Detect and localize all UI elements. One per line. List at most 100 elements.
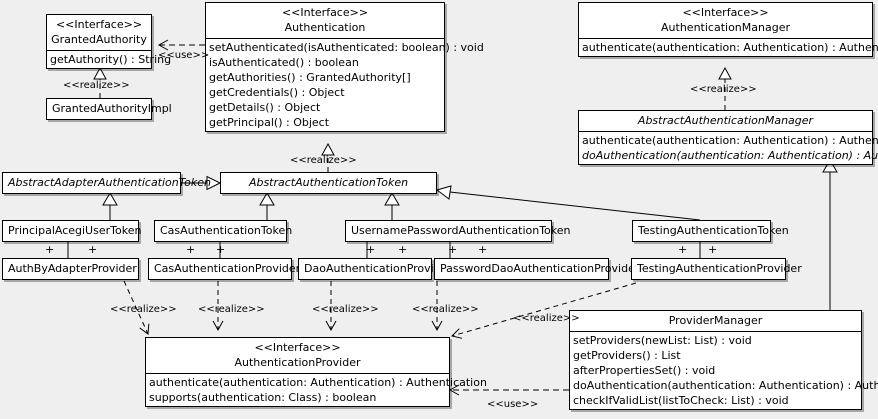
edge-label-realize-granted-authority-impl: <<realize>> (63, 80, 130, 91)
operations-compartment: setAuthenticated(isAuthenticated: boolea… (206, 39, 484, 131)
class-header: <<Interface>> GrantedAuthority (47, 15, 151, 50)
class-header: <<Interface>> AuthenticationManager (579, 3, 872, 38)
class-authentication-provider[interactable]: <<Interface>> AuthenticationProvider aut… (145, 337, 487, 407)
association-multiplicity: + (398, 243, 408, 256)
class-abstract-authentication-token[interactable]: AbstractAuthenticationToken (220, 172, 437, 194)
class-testing-authentication-provider[interactable]: TestingAuthenticationProvider (631, 258, 802, 280)
operation: doAuthentication(authentication: Authent… (573, 379, 878, 392)
class-header: ProviderManager (570, 311, 861, 331)
edge-label-realize-cas-provider: <<realize>> (198, 304, 265, 315)
divider (579, 38, 872, 39)
edge-label-realize-dao-provider: <<realize>> (312, 304, 379, 315)
class-provider-manager[interactable]: ProviderManager setProviders(newList: Li… (569, 310, 878, 410)
association-multiplicity: + (478, 243, 488, 256)
class-header: CasAuthenticationToken (155, 221, 293, 241)
operations-compartment: authenticate(authentication: Authenticat… (579, 39, 878, 56)
operation: afterPropertiesSet() : void (573, 364, 716, 377)
class-testing-authentication-token[interactable]: TestingAuthenticationToken (632, 220, 789, 242)
edge-label-realize-testing-provider: <<realize>> (513, 313, 580, 324)
class-header: AbstractAdapterAuthenticationToken (3, 173, 211, 193)
stereotype-label: <<Interface>> (281, 6, 369, 19)
class-header: AbstractAuthenticationManager (579, 111, 872, 131)
class-name: AuthenticationProvider (234, 356, 361, 369)
operations-compartment: authenticate(authentication: Authenticat… (146, 374, 487, 406)
operation: authenticate(authentication: Authenticat… (149, 376, 487, 389)
operations-compartment: setProviders(newList: List) : void getPr… (570, 332, 878, 409)
operation: isAuthenticated() : boolean (209, 56, 359, 69)
class-name: TestingAuthenticationProvider (637, 262, 802, 275)
class-username-password-authentication-token[interactable]: UsernamePasswordAuthenticationToken (345, 220, 571, 242)
association-multiplicity: + (186, 243, 196, 256)
class-cas-authentication-provider[interactable]: CasAuthenticationProvider (148, 258, 301, 280)
class-abstract-adapter-authentication-token[interactable]: AbstractAdapterAuthenticationToken (2, 172, 211, 194)
divider (47, 50, 151, 51)
class-name: GrantedAuthorityImpl (52, 102, 172, 115)
divider (570, 331, 861, 332)
edge-label-use-provider-manager: <<use>> (487, 399, 539, 410)
class-header: <<Interface>> Authentication (206, 3, 444, 38)
operation: doAuthentication(authentication: Authent… (582, 149, 878, 162)
association-multiplicity: + (708, 243, 718, 256)
class-name: CasAuthenticationProvider (154, 262, 301, 275)
edge-label-realize-auth-by-adapter-provider: <<realize>> (110, 304, 177, 315)
class-header: AbstractAuthenticationToken (221, 173, 436, 193)
class-header: DaoAuthenticationProvider (299, 259, 452, 279)
operation: getProviders() : List (573, 349, 681, 362)
class-name: AuthByAdapterProvider (8, 262, 137, 275)
class-name: PasswordDaoAuthenticationProvider (440, 262, 640, 275)
class-name: GrantedAuthority (51, 33, 147, 46)
operations-compartment: getAuthority() : String (47, 51, 171, 68)
class-cas-authentication-token[interactable]: CasAuthenticationToken (154, 220, 293, 242)
class-name: UsernamePasswordAuthenticationToken (351, 224, 571, 237)
class-name: PrincipalAcegiUserToken (8, 224, 142, 237)
class-header: UsernamePasswordAuthenticationToken (346, 221, 571, 241)
class-header: PasswordDaoAuthenticationProvider (435, 259, 640, 279)
operation: getDetails() : Object (209, 101, 321, 114)
class-header: TestingAuthenticationToken (633, 221, 789, 241)
operation: getAuthorities() : GrantedAuthority[] (209, 71, 411, 84)
operation: supports(authentication: Class) : boolea… (149, 391, 377, 404)
class-name: DaoAuthenticationProvider (304, 262, 452, 275)
class-header: TestingAuthenticationProvider (632, 259, 802, 279)
class-authentication[interactable]: <<Interface>> Authentication setAuthenti… (205, 2, 484, 132)
class-granted-authority-impl[interactable]: GrantedAuthorityImpl (46, 98, 172, 120)
association-multiplicity: + (678, 243, 688, 256)
class-name: TestingAuthenticationToken (638, 224, 789, 237)
operation: authenticate(authentication: Authenticat… (582, 41, 878, 54)
operation: getCredentials() : Object (209, 86, 345, 99)
class-name: ProviderManager (668, 314, 763, 327)
class-name: Authentication (284, 21, 366, 34)
class-header: GrantedAuthorityImpl (47, 99, 172, 119)
association-multiplicity: + (88, 243, 98, 256)
class-name: CasAuthenticationToken (160, 224, 293, 237)
class-granted-authority[interactable]: <<Interface>> GrantedAuthority getAuthor… (46, 14, 171, 69)
class-principal-acegi-user-token[interactable]: PrincipalAcegiUserToken (2, 220, 142, 242)
stereotype-label: <<Interface>> (254, 341, 341, 354)
class-name: AbstractAuthenticationToken (248, 176, 409, 189)
class-authentication-manager[interactable]: <<Interface>> AuthenticationManager auth… (578, 2, 878, 57)
class-dao-authentication-provider[interactable]: DaoAuthenticationProvider (298, 258, 452, 280)
class-abstract-authentication-manager[interactable]: AbstractAuthenticationManager authentica… (578, 110, 878, 165)
operation: getPrincipal() : Object (209, 116, 330, 129)
association-multiplicity: + (45, 243, 55, 256)
operation: authenticate(authentication: Authenticat… (582, 134, 878, 147)
association-multiplicity: + (366, 243, 376, 256)
stereotype-label: <<Interface>> (55, 18, 143, 31)
class-password-dao-authentication-provider[interactable]: PasswordDaoAuthenticationProvider (434, 258, 640, 280)
stereotype-label: <<Interface>> (682, 6, 769, 19)
operations-compartment: authenticate(authentication: Authenticat… (579, 132, 878, 164)
operation: setAuthenticated(isAuthenticated: boolea… (209, 41, 484, 54)
class-header: CasAuthenticationProvider (149, 259, 301, 279)
class-header: AuthByAdapterProvider (3, 259, 138, 279)
class-header: <<Interface>> AuthenticationProvider (146, 338, 449, 373)
class-name: AbstractAdapterAuthenticationToken (8, 176, 211, 189)
class-name: AbstractAuthenticationManager (637, 114, 814, 127)
association-multiplicity: + (216, 243, 226, 256)
divider (206, 38, 444, 39)
divider (579, 131, 872, 132)
operation: setProviders(newList: List) : void (573, 334, 752, 347)
class-auth-by-adapter-provider[interactable]: AuthByAdapterProvider (2, 258, 139, 280)
edge-label-realize-password-dao-provider: <<realize>> (412, 304, 479, 315)
operation: checkIfValidList(listToCheck: List) : vo… (573, 394, 789, 407)
